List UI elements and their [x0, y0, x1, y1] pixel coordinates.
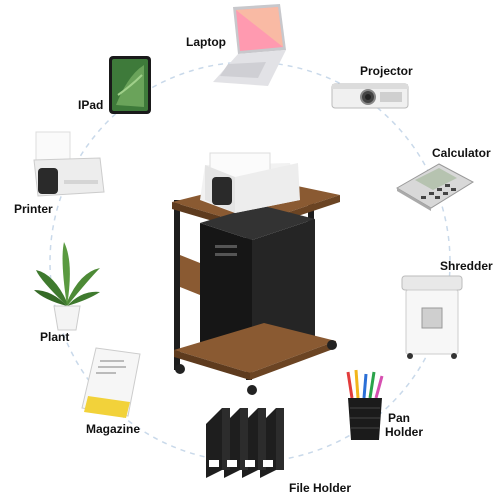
magazine-icon [81, 347, 141, 418]
printer-icon [33, 131, 105, 197]
printer-cart-image [172, 152, 340, 395]
printer-label: Printer [14, 202, 53, 216]
file-holder-icon [206, 408, 284, 478]
calculator-icon [396, 163, 475, 211]
pen-holder-label-line1: Pan [388, 411, 411, 425]
plant-label: Plant [40, 330, 70, 344]
pen-holder-label-line2: Holder [385, 425, 424, 439]
projector-label: Projector [360, 64, 413, 78]
magazine-label: Magazine [86, 422, 141, 436]
projector-icon [331, 83, 409, 109]
shredder-label: Shredder [440, 259, 493, 273]
calculator-label: Calculator [432, 146, 491, 160]
pen-holder-icon [346, 369, 384, 440]
shredder-icon [401, 275, 463, 359]
laptop-label: Laptop [186, 35, 226, 49]
tablet-icon [109, 56, 151, 114]
ipad-label: IPad [78, 98, 104, 112]
plant-icon [34, 242, 100, 331]
file-holder-label: File Holder [289, 481, 352, 495]
laptop-icon [213, 4, 286, 86]
